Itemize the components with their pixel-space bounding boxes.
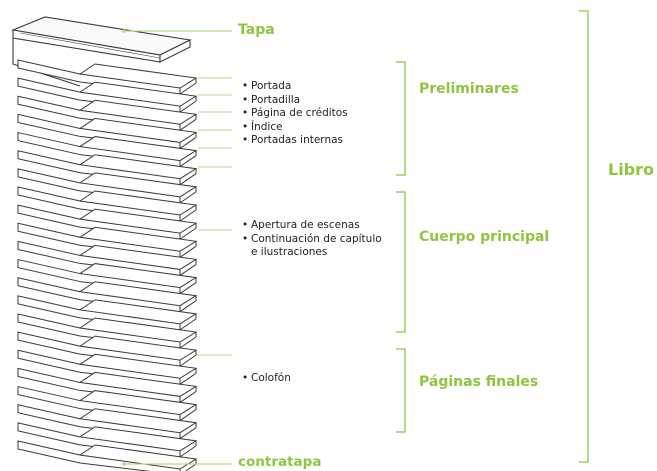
page-fold-left bbox=[17, 385, 81, 410]
page-fold-left bbox=[17, 258, 81, 283]
bullet-icon: • bbox=[242, 134, 249, 146]
page-fold-left bbox=[17, 150, 81, 174]
contratapa-label: contratapa bbox=[238, 454, 322, 470]
libro-label: Libro bbox=[608, 160, 655, 179]
preliminares-item-list: •Portada •Portadilla •Página de créditos… bbox=[242, 80, 348, 148]
page-fold-left bbox=[17, 277, 81, 301]
bullet-icon: • bbox=[242, 93, 249, 106]
cover-side bbox=[159, 39, 191, 63]
page-fold-left bbox=[17, 422, 81, 446]
page-fold-left bbox=[17, 440, 81, 464]
page-edge-corner bbox=[179, 100, 197, 113]
cuerpo-item-list: •Apertura de escenas •Continuación de ca… bbox=[242, 219, 382, 260]
list-item: •Índice bbox=[242, 120, 283, 133]
page-sheet bbox=[17, 295, 198, 331]
libro-bracket bbox=[579, 10, 589, 463]
page-edge-corner bbox=[179, 427, 197, 440]
page-edge-corner bbox=[179, 173, 197, 186]
page-edge-corner bbox=[179, 354, 197, 367]
cuerpo-principal-bracket bbox=[396, 191, 406, 333]
page-edge-corner bbox=[179, 245, 197, 258]
list-item: •Página de créditos bbox=[242, 107, 348, 119]
page-fold-left bbox=[17, 77, 81, 101]
page-fold-left bbox=[17, 295, 81, 319]
page-stack bbox=[11, 16, 198, 471]
page-fold-left bbox=[17, 113, 81, 137]
leader-lines bbox=[122, 29, 232, 466]
page-edge-corner bbox=[179, 155, 197, 167]
page-edge-corner bbox=[179, 318, 197, 331]
page-edge-corner bbox=[179, 445, 197, 458]
tapa-label: Tapa bbox=[238, 22, 275, 38]
bullet-icon: • bbox=[242, 107, 249, 119]
page-edge-corner bbox=[179, 82, 197, 95]
page-fold-left bbox=[17, 313, 81, 337]
page-edge-corner bbox=[179, 336, 197, 349]
page-fold-left bbox=[17, 204, 81, 228]
page-edge-corner bbox=[179, 409, 197, 421]
cover-edge-line bbox=[19, 32, 161, 59]
page-fold-left bbox=[17, 186, 81, 210]
list-item: •Portada bbox=[242, 80, 292, 92]
paginas-finales-title: Páginas finales bbox=[419, 374, 539, 390]
cuerpo-principal-title: Cuerpo principal bbox=[419, 229, 550, 245]
page-edge-corner bbox=[179, 372, 197, 385]
page-edge-corner bbox=[179, 118, 197, 131]
page-edge-corner bbox=[179, 264, 197, 276]
bullet-icon: • bbox=[242, 120, 249, 133]
list-item: •Portadas internas bbox=[242, 134, 343, 146]
finales-item-list: •Colofón bbox=[242, 372, 291, 386]
page-fold-left bbox=[17, 131, 81, 156]
page-edge-corner bbox=[184, 463, 197, 471]
page-fold-left bbox=[17, 95, 81, 119]
bullet-icon: • bbox=[242, 219, 249, 231]
page-sheet bbox=[17, 313, 198, 349]
bullet-icon: • bbox=[242, 372, 249, 384]
page-edge-corner bbox=[179, 191, 197, 204]
cover-block bbox=[11, 16, 192, 87]
cover-spine bbox=[12, 38, 81, 87]
list-item: •Apertura de escenas bbox=[242, 219, 360, 231]
page-sheet bbox=[17, 440, 198, 471]
page-edge-corner bbox=[179, 300, 197, 313]
list-item: •Portadilla bbox=[242, 93, 301, 106]
list-item: •Colofón bbox=[242, 372, 291, 384]
bullet-icon: • bbox=[242, 80, 249, 92]
list-item: •Continuación de capítulo bbox=[242, 232, 382, 245]
page-fold-left bbox=[17, 240, 81, 264]
page-fold-left bbox=[17, 349, 81, 373]
page-edge-corner bbox=[179, 282, 197, 294]
page-fold-left bbox=[17, 59, 81, 83]
page-fold-left bbox=[17, 404, 81, 428]
page-edge-corner bbox=[179, 227, 197, 240]
bullet-icon: • bbox=[242, 232, 249, 245]
paginas-finales-bracket bbox=[396, 348, 406, 433]
page-bottom-edge bbox=[79, 462, 151, 471]
preliminares-title: Preliminares bbox=[419, 81, 519, 97]
brackets bbox=[396, 10, 589, 463]
page-fold-left bbox=[17, 168, 81, 192]
page-fold-left bbox=[17, 367, 81, 391]
page-fold-left bbox=[17, 331, 81, 355]
page-edge-corner bbox=[179, 209, 197, 222]
page-edge-corner bbox=[179, 137, 197, 149]
page-fold-left bbox=[17, 222, 81, 246]
page-edge-corner bbox=[179, 391, 197, 403]
preliminares-bracket bbox=[396, 61, 406, 176]
list-item: e ilustraciones bbox=[251, 246, 328, 258]
